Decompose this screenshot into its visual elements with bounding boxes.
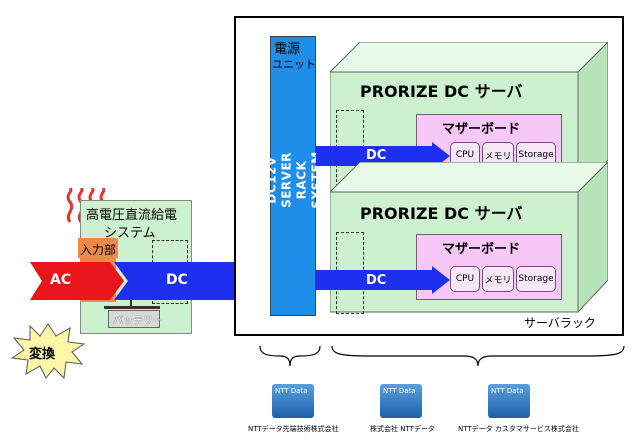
battery-connector <box>130 298 132 308</box>
server-2-storage-chip: Storage <box>516 266 556 292</box>
battery-box <box>108 310 160 328</box>
power-unit-label-line2: ユニット <box>272 58 316 71</box>
server-2-cpu-chip: CPU <box>450 266 480 292</box>
power-unit <box>270 36 316 316</box>
logo-1-mark-text: NTT Data <box>275 387 308 395</box>
server-2-title: PRORIZE DC サーバ <box>360 204 523 223</box>
power-unit-label-line1: 電源 <box>274 42 301 57</box>
brace-power-unit <box>259 345 321 367</box>
logo-1-mark: NTT Data <box>272 384 314 418</box>
server-2-chip-row: CPU メモリ Storage <box>450 266 556 292</box>
server-1-title: PRORIZE DC サーバ <box>360 82 523 101</box>
battery-label: バッテリー <box>113 316 163 327</box>
logo-2-name: 株式会社 NTTデータ <box>370 425 435 433</box>
input-section <box>78 238 118 258</box>
hvdc-title-line1: 高電圧直流給電 <box>86 208 178 223</box>
logo-1-name: NTTデータ先端技術株式会社 <box>248 425 339 433</box>
server-2-motherboard-label: マザーボード <box>442 242 521 257</box>
ac-label: AC <box>50 272 72 288</box>
conversion-label: 変換 <box>29 347 56 362</box>
rack-label: サーバラック <box>524 316 596 330</box>
dc-main-label: DC <box>166 272 188 288</box>
logo-3-mark: NTT Data <box>488 384 530 418</box>
dc-upper-label: DC <box>366 148 387 163</box>
dc-lower-arrow <box>316 266 450 294</box>
server-1-motherboard-label: マザーボード <box>442 122 521 137</box>
logo-2-mark-text: NTT Data <box>383 387 416 395</box>
battery-connector-bar <box>104 306 160 309</box>
input-section-label: 入力部 <box>80 243 117 257</box>
brace-servers <box>331 345 625 367</box>
conversion-burst-icon <box>10 323 86 380</box>
dc-lower-label: DC <box>366 273 387 288</box>
hvdc-title-line2: システム <box>104 226 156 241</box>
logo-3-mark-text: NTT Data <box>491 387 524 395</box>
server-2-memory-chip: メモリ <box>482 266 514 292</box>
logo-2-mark: NTT Data <box>380 384 422 418</box>
logo-3-name: NTTデータ カスタマサービス株式会社 <box>458 425 579 433</box>
power-unit-vertical-text: DC12V SERVER RACK SYSTEM <box>265 100 324 260</box>
